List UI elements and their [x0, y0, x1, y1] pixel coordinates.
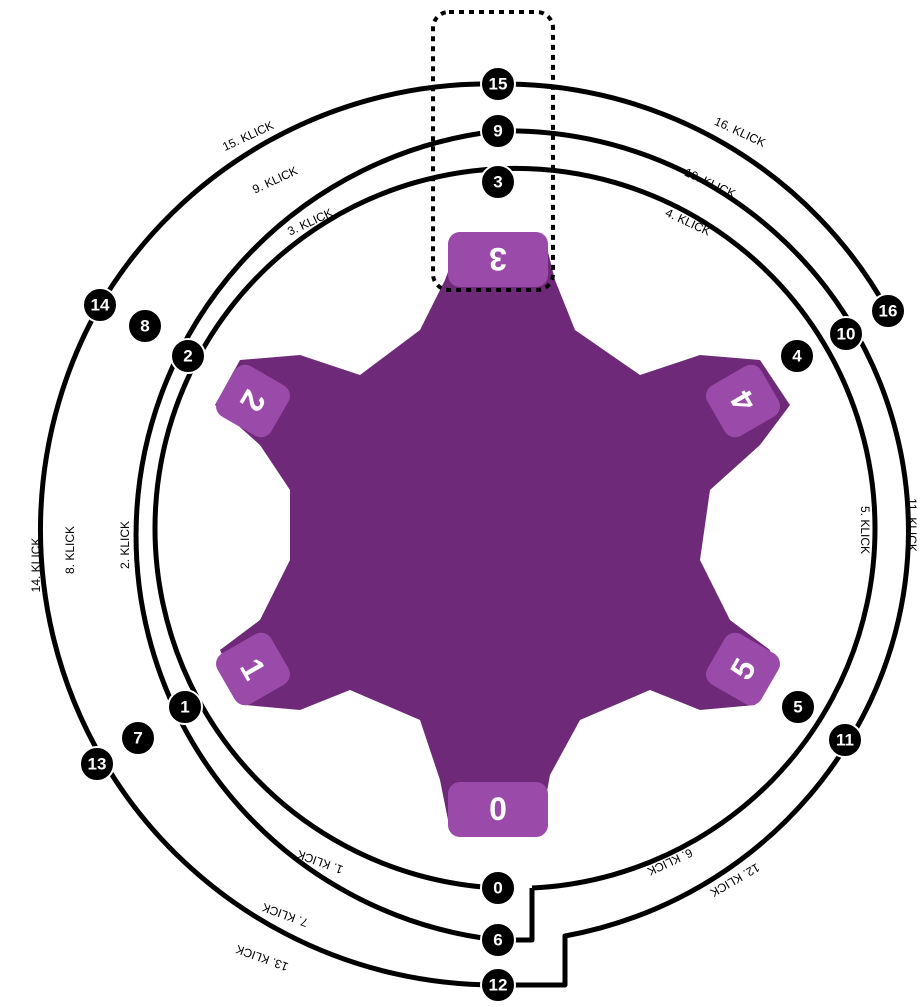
- marker-label-11: 11: [836, 731, 854, 750]
- marker-label-1: 1: [180, 698, 189, 717]
- tooth-number-3: 3: [489, 241, 507, 277]
- tooth-number-0: 0: [489, 791, 507, 827]
- click-label-1: 1. KLICK: [295, 847, 345, 877]
- marker-label-13: 13: [88, 755, 107, 774]
- marker-label-0: 0: [493, 879, 502, 898]
- marker-label-14: 14: [91, 296, 110, 315]
- marker-label-9: 9: [493, 122, 502, 141]
- click-label-5: 5. KLICK: [858, 506, 872, 554]
- marker-label-16: 16: [879, 302, 898, 321]
- click-label-10: 10. KLICK: [682, 165, 737, 201]
- dial: 3 0 2 4 1 5: [212, 232, 790, 837]
- marker-label-12: 12: [489, 976, 508, 995]
- marker-label-5: 5: [793, 698, 802, 717]
- dial-body: [215, 240, 790, 830]
- click-label-9: 9. KLICK: [250, 164, 299, 197]
- click-label-13: 13. KLICK: [234, 942, 290, 974]
- marker-label-10: 10: [837, 325, 856, 344]
- marker-label-15: 15: [489, 75, 508, 94]
- marker-label-3: 3: [493, 173, 502, 192]
- click-label-15: 15. KLICK: [220, 118, 275, 154]
- marker-label-7: 7: [133, 729, 142, 748]
- marker-label-8: 8: [140, 317, 149, 336]
- marker-label-2: 2: [183, 347, 192, 366]
- marker-label-4: 4: [792, 347, 802, 366]
- click-label-11: 11. KLICK: [905, 498, 919, 552]
- click-label-16: 16. KLICK: [712, 114, 767, 150]
- marker-label-6: 6: [493, 931, 502, 950]
- click-label-8: 8. KLICK: [63, 526, 77, 574]
- click-label-14: 14. KLICK: [29, 538, 43, 593]
- click-label-2: 2. KLICK: [118, 521, 132, 569]
